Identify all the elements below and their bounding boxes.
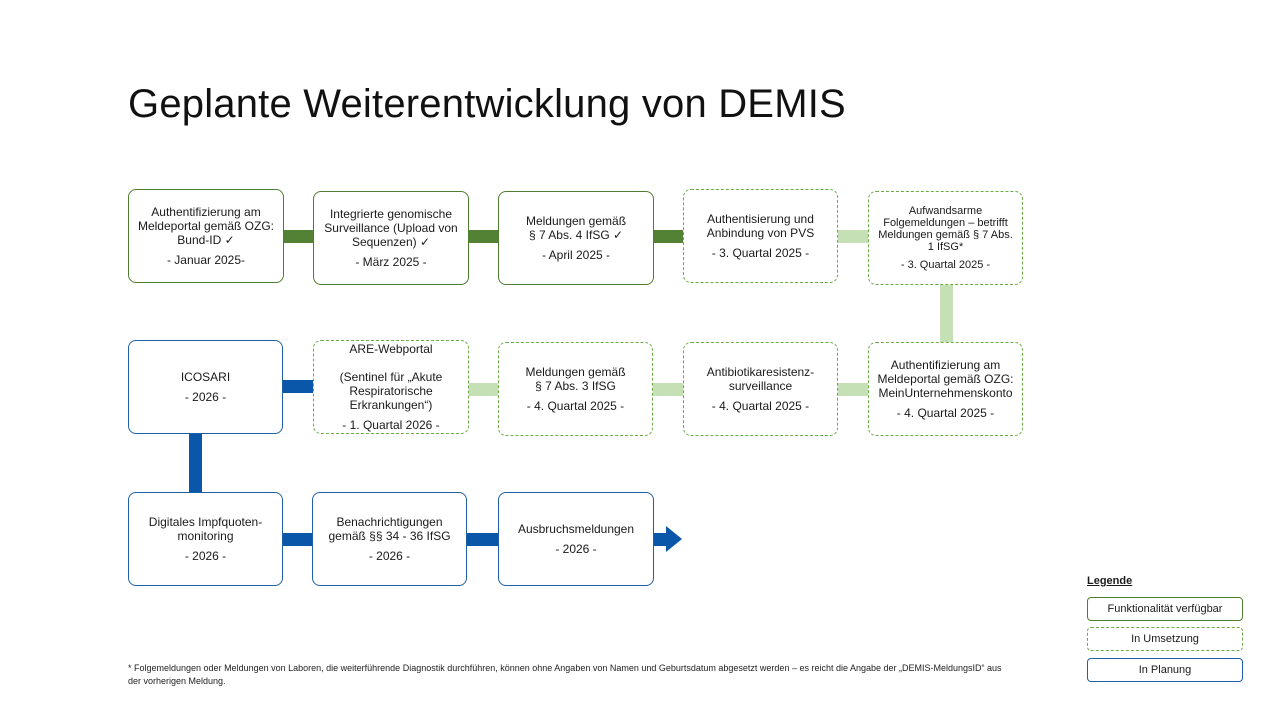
milestone-pvs: Authentisierung und Anbindung von PVS - …: [683, 189, 838, 283]
milestone-date: - März 2025 -: [355, 255, 427, 269]
milestone-date: - 2026 -: [368, 549, 411, 563]
milestone-genomic-surveillance: Integrierte genomische Surveillance (Upl…: [313, 191, 469, 285]
milestone-date: - 4. Quartal 2025 -: [526, 399, 625, 413]
connector-r2-4-3: [652, 383, 683, 396]
milestone-label: Authentifizierung am Meldeportal gemäß O…: [877, 358, 1014, 400]
milestone-folgemeldungen: Aufwandsarme Folgemeldungen – betrifft M…: [868, 191, 1023, 285]
milestone-label: Meldungen gemäß § 7 Abs. 4 IfSG ✓: [525, 214, 627, 242]
connector-r2-5-4: [837, 383, 869, 396]
connector-r3-1-2: [282, 533, 313, 546]
milestone-label: ICOSARI: [180, 370, 231, 384]
milestone-date: - Januar 2025-: [166, 253, 246, 267]
milestone-label: Integrierte genomische Surveillance (Upl…: [324, 207, 458, 249]
milestone-impfquotenmonitoring: Digitales Impfquoten-monitoring - 2026 -: [128, 492, 283, 586]
connector-r1-1-2: [283, 230, 314, 243]
milestone-label: Digitales Impfquoten-monitoring: [148, 515, 263, 543]
milestone-date: - 2026 -: [184, 549, 227, 563]
legend-available: Funktionalität verfügbar: [1087, 597, 1243, 621]
milestone-label: Authentifizierung am Meldeportal gemäß O…: [137, 205, 275, 247]
connector-r2-2-1: [282, 380, 314, 393]
milestone-date: - 4. Quartal 2025 -: [711, 399, 810, 413]
milestone-ifsg-7-3: Meldungen gemäß § 7 Abs. 3 IfSG - 4. Qua…: [498, 342, 653, 436]
milestone-date: - 2026 -: [555, 542, 597, 556]
milestone-date: - 1. Quartal 2026 -: [342, 418, 440, 432]
milestone-date: - 4. Quartal 2025 -: [896, 406, 995, 420]
milestone-bund-id: Authentifizierung am Meldeportal gemäß O…: [128, 189, 284, 283]
connector-r1-4-5: [837, 230, 869, 243]
milestone-mein-unternehmenskonto: Authentifizierung am Meldeportal gemäß O…: [868, 342, 1023, 436]
arrow-right-icon: [666, 526, 682, 552]
milestone-date: - 2026 -: [184, 390, 227, 404]
milestone-label: Ausbruchsmeldungen: [517, 522, 635, 536]
milestone-date: - 3. Quartal 2025 -: [711, 246, 810, 260]
milestone-date: - April 2025 -: [541, 248, 611, 262]
milestone-label: Antibiotikaresistenz-surveillance: [706, 365, 815, 393]
milestone-icosari: ICOSARI - 2026 -: [128, 340, 283, 434]
footnote: * Folgemeldungen oder Meldungen von Labo…: [128, 663, 1002, 686]
milestone-antibiotikaresistenz: Antibiotikaresistenz-surveillance - 4. Q…: [683, 342, 838, 436]
milestone-label: Benachrichtigungen gemäß §§ 34 - 36 IfSG: [328, 515, 451, 543]
legend-planned: In Planung: [1087, 658, 1243, 682]
connector-r2c1-r3c1: [189, 433, 202, 493]
milestone-label: ARE-Webportal (Sentinel für „Akute Respi…: [339, 342, 443, 412]
connector-r3-arrow-shaft: [653, 533, 667, 546]
connector-r1c5-r2c5: [940, 284, 953, 343]
milestone-date: - 3. Quartal 2025 -: [900, 259, 991, 271]
legend-in-progress: In Umsetzung: [1087, 627, 1243, 651]
connector-r3-2-3: [466, 533, 499, 546]
milestone-benachrichtigungen: Benachrichtigungen gemäß §§ 34 - 36 IfSG…: [312, 492, 467, 586]
milestone-are-webportal: ARE-Webportal (Sentinel für „Akute Respi…: [313, 340, 469, 434]
milestone-label: Meldungen gemäß § 7 Abs. 3 IfSG: [525, 365, 626, 393]
connector-r1-2-3: [468, 230, 499, 243]
milestone-ausbruchsmeldungen: Ausbruchsmeldungen - 2026 -: [498, 492, 654, 586]
connector-r1-3-4: [653, 230, 684, 243]
milestone-label: Aufwandsarme Folgemeldungen – betrifft M…: [878, 205, 1013, 253]
page-title: Geplante Weiterentwicklung von DEMIS: [128, 82, 846, 126]
milestone-label: Authentisierung und Anbindung von PVS: [706, 212, 815, 240]
milestone-ifsg-7-4: Meldungen gemäß § 7 Abs. 4 IfSG ✓ - Apri…: [498, 191, 654, 285]
legend-title: Legende: [1087, 575, 1133, 587]
connector-r2-3-2: [468, 383, 498, 396]
